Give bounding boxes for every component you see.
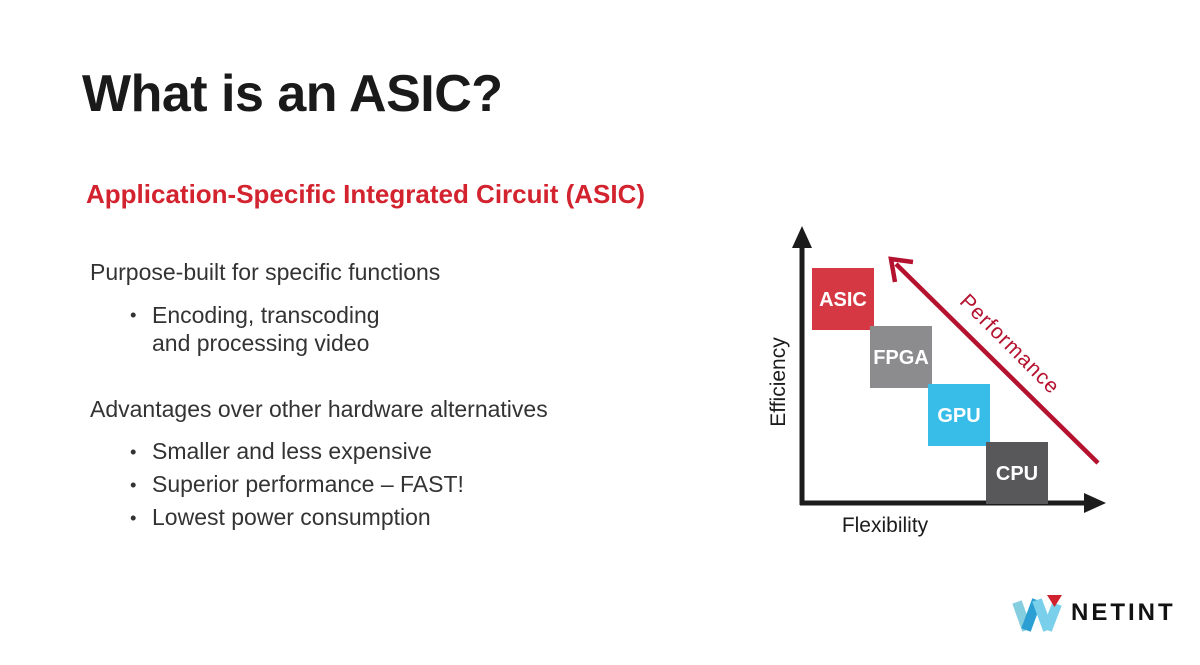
x-axis-label: Flexibility (842, 514, 929, 537)
section-heading: Purpose-built for specific functions (90, 259, 441, 285)
bullet-text: Encoding, transcoding and processing vid… (152, 302, 380, 356)
y-axis-arrowhead-icon (792, 226, 812, 248)
fpga-box-label: FPGA (873, 347, 929, 369)
page-title: What is an ASIC? (82, 65, 503, 123)
section-advantages: Advantages over other hardware alternati… (90, 394, 710, 534)
netint-wordmark: NETINT (1071, 599, 1176, 626)
cpu-box: CPU (986, 442, 1048, 504)
list-item: Smaller and less expensive (90, 435, 710, 468)
asic-box: ASIC (812, 268, 874, 330)
cpu-box-label: CPU (996, 463, 1038, 485)
list-item: Lowest power consumption (90, 501, 710, 534)
gpu-box: GPU (928, 384, 990, 446)
bullet-list: Encoding, transcoding and processing vid… (90, 298, 710, 357)
list-item: Encoding, transcoding and processing vid… (90, 298, 710, 357)
x-axis-arrowhead-icon (1084, 493, 1106, 513)
bullet-text: Smaller and less expensive (152, 438, 432, 464)
performance-arrow-label: Performance (955, 290, 1064, 399)
netint-logo-icon (1012, 595, 1062, 632)
performance-arrow (894, 262, 1100, 465)
section-heading: Advantages over other hardware alternati… (90, 396, 548, 422)
netint-logo: NETINT (1012, 592, 1176, 634)
bullet-list: Smaller and less expensive Superior perf… (90, 435, 710, 534)
gpu-box-label: GPU (937, 405, 980, 427)
bullet-text: Lowest power consumption (152, 504, 431, 530)
performance-arrowhead-icon (888, 256, 914, 283)
section-purpose: Purpose-built for specific functions Enc… (90, 257, 710, 357)
bullet-text: Superior performance – FAST! (152, 471, 464, 497)
asic-box-label: ASIC (819, 289, 867, 311)
efficiency-flexibility-diagram: ASIC FPGA GPU CPU Performance Efficiency… (767, 226, 1106, 537)
y-axis-label: Efficiency (767, 337, 790, 427)
fpga-box: FPGA (870, 326, 932, 388)
slide-subtitle: Application-Specific Integrated Circuit … (86, 179, 646, 209)
list-item: Superior performance – FAST! (90, 468, 710, 501)
